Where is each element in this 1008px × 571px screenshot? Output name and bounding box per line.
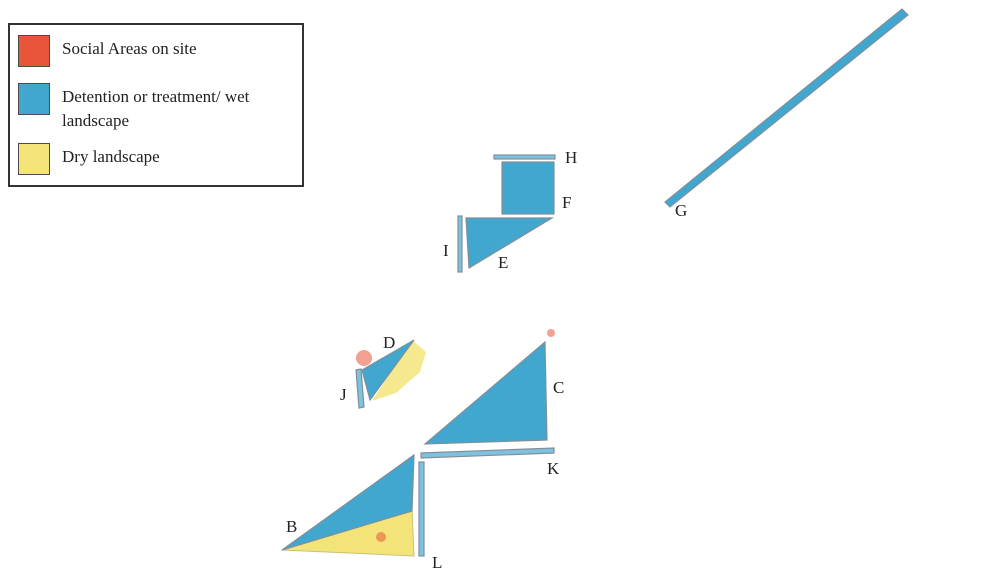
legend-label-wet: Detention or treatment/ wet landscape — [62, 87, 250, 130]
label-c: C — [553, 378, 564, 397]
site-k-strip — [420, 447, 555, 459]
legend-item-dry: Dry landscape — [18, 143, 297, 175]
label-e: E — [498, 253, 508, 272]
dry-swatch — [18, 143, 50, 175]
site-f-square — [501, 161, 555, 215]
site-e-triangle — [465, 217, 555, 270]
label-f: F — [562, 193, 571, 212]
site-b-wet — [281, 453, 415, 551]
label-g: G — [675, 201, 687, 220]
site-b-social — [376, 532, 386, 542]
label-d: D — [383, 333, 395, 352]
label-l: L — [432, 553, 442, 571]
site-g-strip — [664, 8, 909, 208]
wet-swatch — [18, 83, 50, 115]
legend-item-social: Social Areas on site — [18, 35, 297, 67]
label-b: B — [286, 517, 297, 536]
social-swatch — [18, 35, 50, 67]
legend-label-dry: Dry landscape — [62, 147, 160, 166]
site-j-strip — [355, 368, 365, 409]
label-h: H — [565, 148, 577, 167]
site-c-triangle — [423, 340, 548, 445]
legend: Social Areas on site Detention or treatm… — [8, 23, 304, 187]
site-h-strip — [493, 154, 556, 160]
site-l-strip — [418, 461, 425, 557]
label-j: J — [340, 385, 347, 404]
site-d-wet — [361, 339, 415, 402]
label-i: I — [443, 241, 449, 260]
legend-label-social: Social Areas on site — [62, 39, 197, 58]
site-d-social — [356, 350, 372, 366]
site-i-strip — [457, 215, 463, 273]
site-c-social — [547, 329, 555, 337]
legend-item-wet: Detention or treatment/ wet landscape — [18, 83, 297, 133]
site-d-dry — [372, 340, 426, 401]
label-k: K — [547, 459, 560, 478]
